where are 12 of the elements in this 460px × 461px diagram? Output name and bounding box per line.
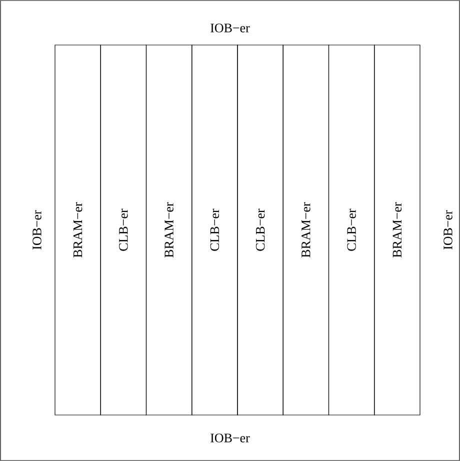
column-box: CLB−er: [100, 44, 147, 416]
label: IOB−er: [210, 434, 250, 442]
column-box: BRAM−er: [54, 44, 101, 416]
column-box: BRAM−er: [146, 44, 192, 416]
column-box: BRAM−er: [282, 44, 330, 416]
label: IOB−er: [32, 210, 42, 250]
column-box: CLB−er: [237, 44, 284, 416]
column-box: BRAM−er: [374, 44, 420, 416]
label: IOB−er: [444, 210, 452, 250]
column-box: CLB−er: [192, 44, 238, 416]
column-box: CLB−er: [328, 44, 375, 416]
label: IOB−er: [210, 24, 250, 32]
